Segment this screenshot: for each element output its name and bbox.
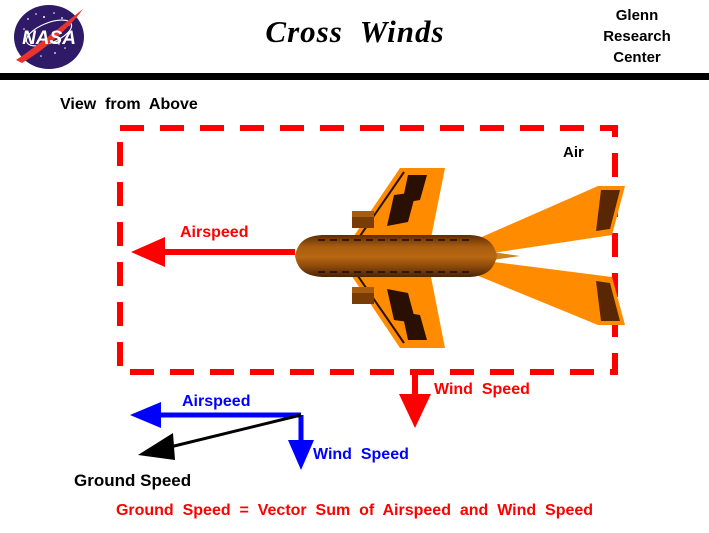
center-line-glenn: Glenn <box>615 7 659 24</box>
air-mass-dashed-box <box>117 125 618 375</box>
airspeed-arrow-vector <box>130 402 301 428</box>
page-title: Cross Winds <box>265 14 445 49</box>
center-line-center: Center <box>613 49 661 66</box>
windspeed-label-vector: Wind Speed <box>313 446 409 463</box>
groundspeed-arrow-vector <box>138 413 302 460</box>
nasa-meatball-logo: NASA <box>10 3 88 71</box>
center-line-research: Research <box>603 28 671 45</box>
groundspeed-label-vector: Ground Speed <box>74 471 192 490</box>
windspeed-arrow-vector <box>288 415 314 470</box>
nasa-center-name: Glenn Research Center <box>577 5 697 68</box>
air-label: Air <box>563 144 584 161</box>
header-divider-bar <box>0 73 709 80</box>
svg-text:NASA: NASA <box>22 28 76 49</box>
airspeed-label-vector: Airspeed <box>182 393 251 410</box>
airspeed-arrow-air <box>131 237 295 267</box>
view-from-above-label: View from Above <box>60 96 198 113</box>
airspeed-label-air: Airspeed <box>180 224 249 241</box>
windspeed-arrow-air <box>399 370 431 428</box>
page-header: NASA Cross Winds Glenn Research Center <box>0 0 709 80</box>
airplane-top-view <box>295 168 625 348</box>
windspeed-label-air: Wind Speed <box>434 381 530 398</box>
vector-sum-equation: Ground Speed = Vector Sum of Airspeed an… <box>115 502 594 519</box>
